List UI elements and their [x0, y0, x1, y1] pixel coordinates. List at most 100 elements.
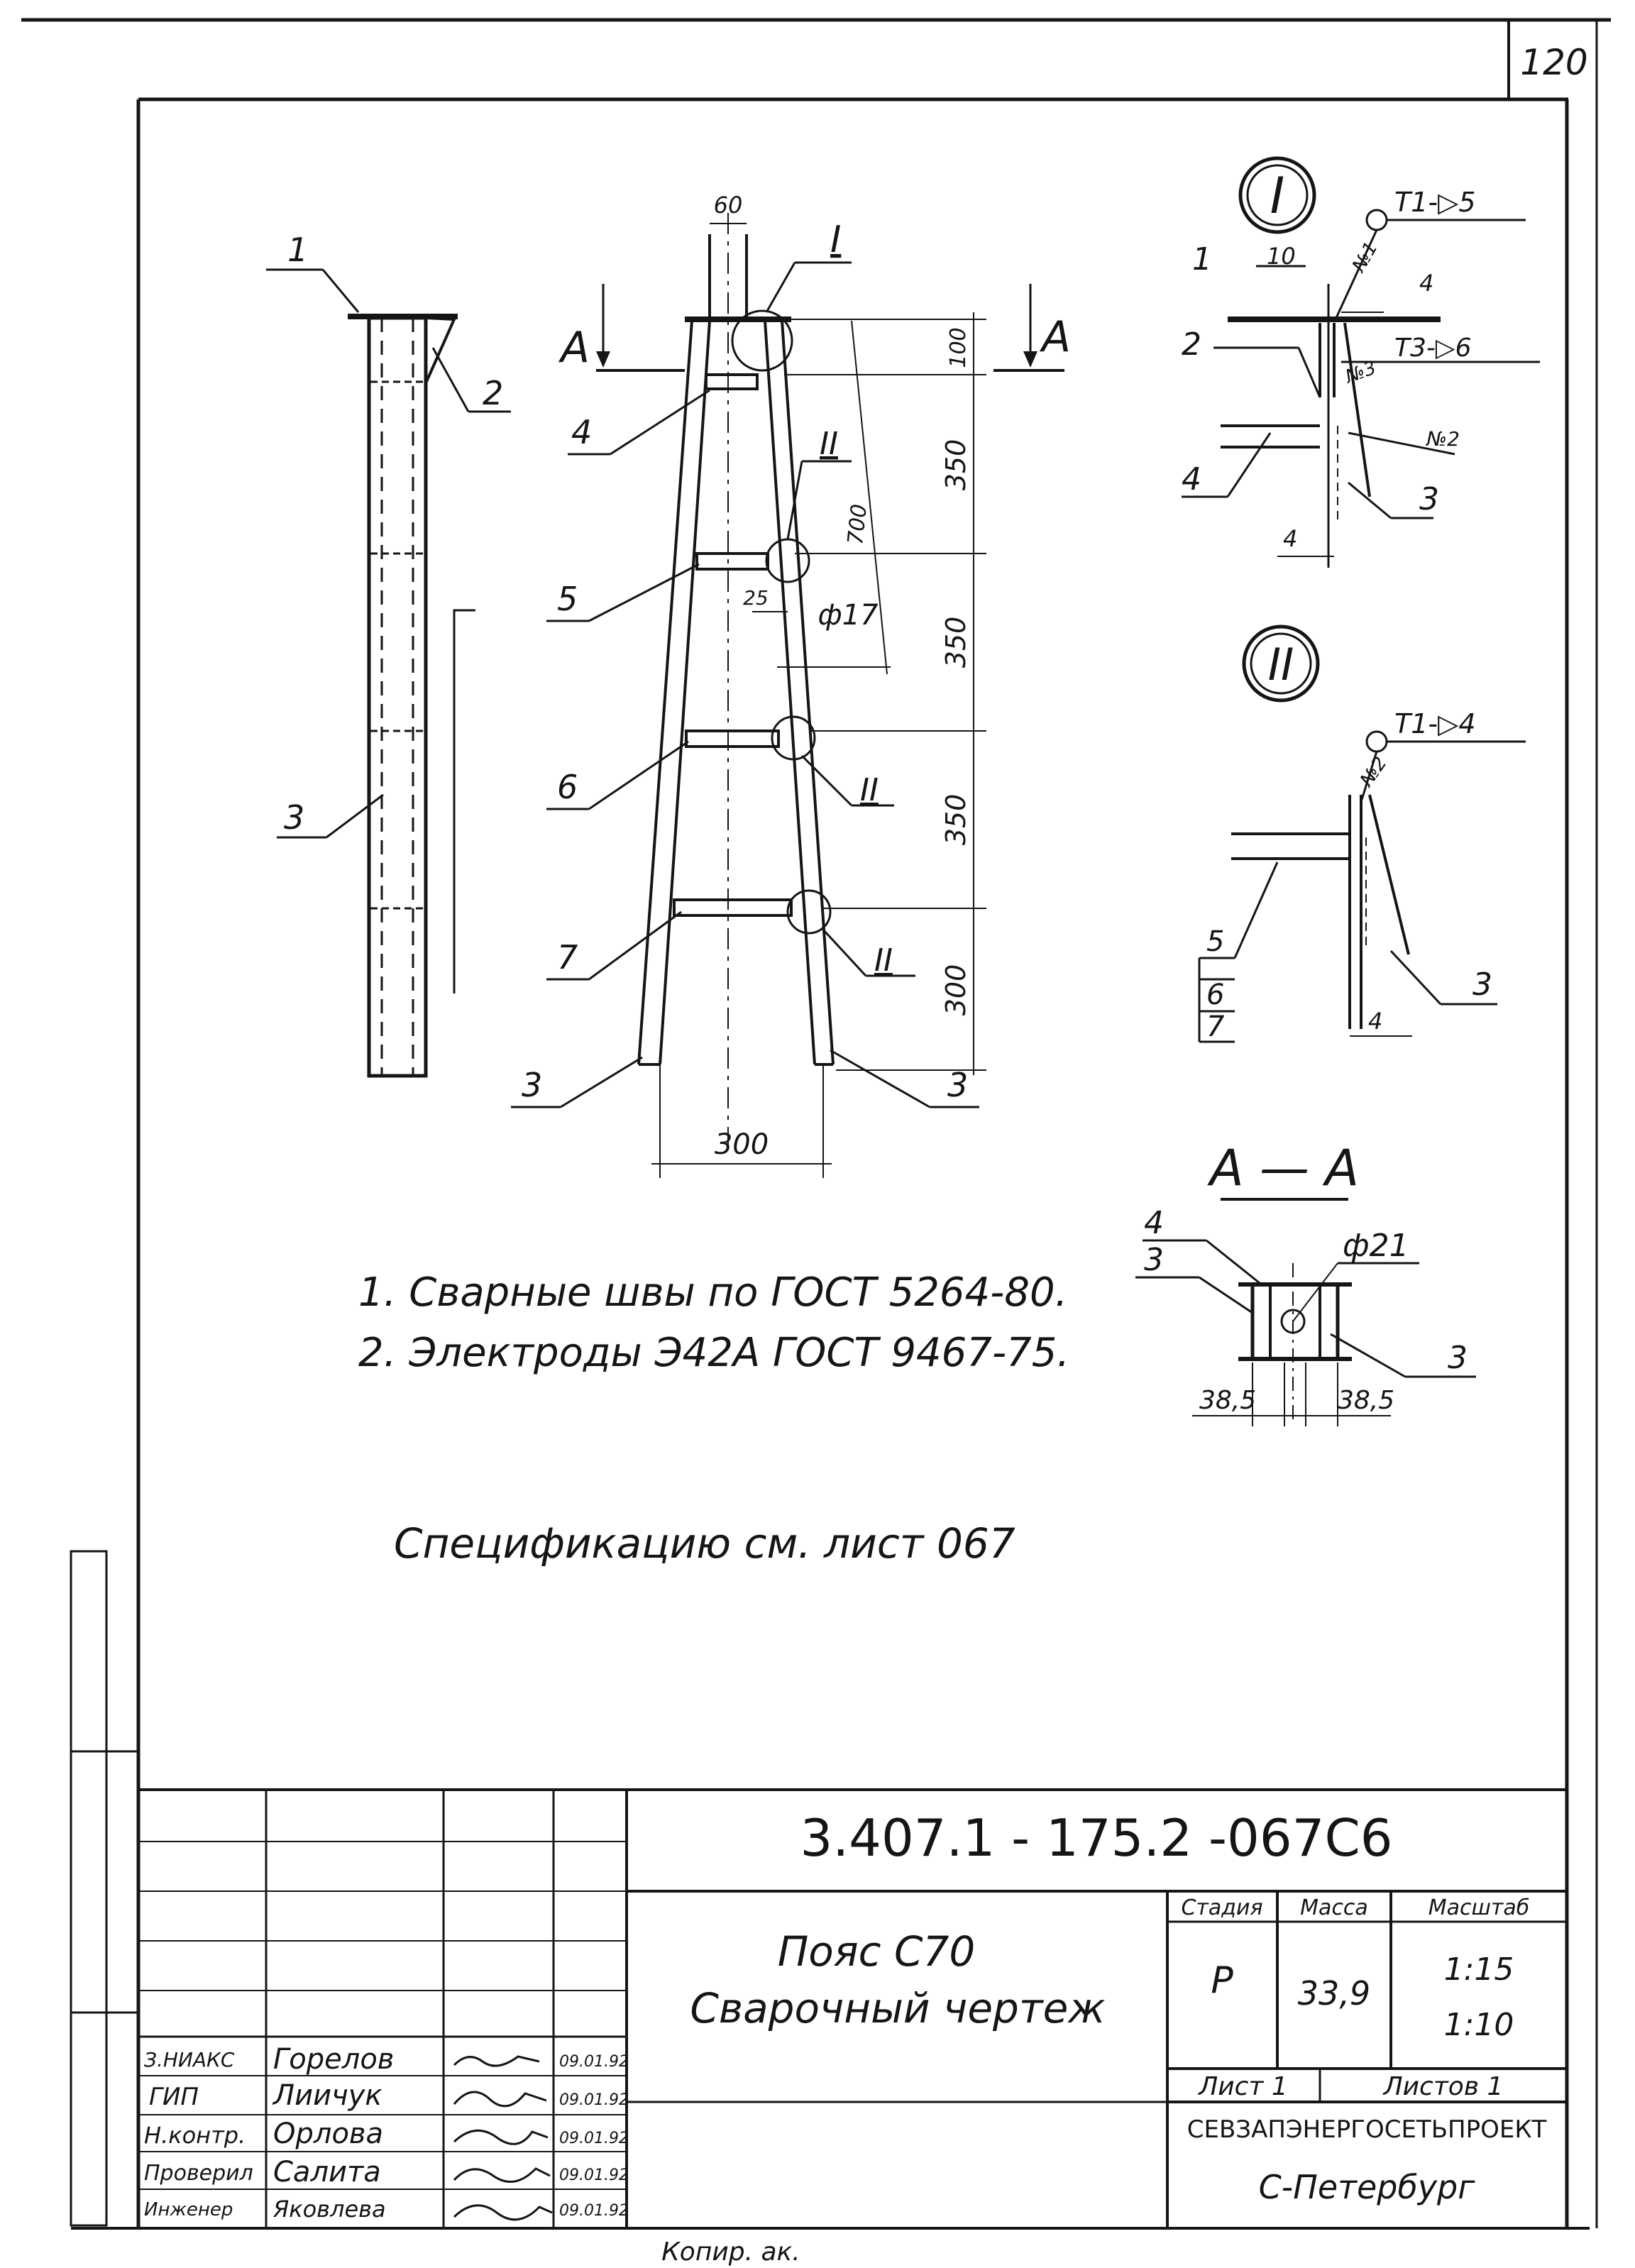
sheets-count-label: Листов 1 — [1382, 2072, 1504, 2101]
role-label: ГИП — [149, 2083, 199, 2111]
section-mark-left: А — [558, 323, 590, 373]
section-part-4: 4 — [1144, 1205, 1164, 1241]
callout-II-b: II — [860, 772, 879, 808]
signer-name: Орлова — [273, 2118, 383, 2150]
signature-mark — [453, 2129, 549, 2145]
sign-date: 09.01.92 — [559, 2202, 629, 2220]
front-dimensions — [651, 223, 986, 1178]
front-part-leaders — [511, 389, 979, 1108]
signer-name: Салита — [273, 2156, 381, 2189]
role-label: Инженер — [144, 2199, 233, 2220]
front-part-3-right: 3 — [947, 1066, 968, 1104]
front-part-3-left: 3 — [522, 1066, 542, 1104]
signature-mark — [453, 2091, 547, 2108]
detail-I-dim-4a: 4 — [1419, 270, 1433, 297]
weld-no-2-detail-II: №2 — [1355, 753, 1392, 792]
bottom-copy-mark: Копир. ак. — [661, 2237, 800, 2267]
sheet-number-label: Лист 1 — [1197, 2072, 1288, 2101]
detail-II-part-3: 3 — [1472, 967, 1492, 1003]
callout-I-top: I — [830, 219, 841, 261]
section-a-a-title: А — А — [1207, 1139, 1359, 1197]
note-1: 1. Сварные швы по ГОСТ 5264-80. — [358, 1270, 1067, 1316]
section-dim-38-5-right: 38,5 — [1338, 1386, 1394, 1415]
organization-city: С-Петербург — [1259, 2168, 1476, 2206]
front-part-6: 6 — [557, 768, 578, 806]
front-part-4: 4 — [571, 413, 592, 451]
detail-I-dim-10: 10 — [1267, 243, 1296, 270]
document-code: 3.407.1 - 175.2 -067С6 — [800, 1808, 1392, 1868]
dim-25: 25 — [743, 586, 769, 610]
weld-no-1: №1 — [1348, 238, 1382, 277]
detail-II-part-7: 7 — [1206, 1011, 1225, 1043]
sign-date: 09.01.92 — [559, 2167, 629, 2184]
sheet-frame — [21, 18, 1611, 2230]
drawing-title-line-1: Пояс С70 — [778, 1927, 976, 1976]
dim-350-c: 350 — [940, 794, 971, 846]
dim-base-300: 300 — [715, 1128, 769, 1161]
dim-350-b: 350 — [940, 617, 971, 668]
scale-value-1: 1:15 — [1444, 1952, 1514, 1988]
signer-name: Яковлева — [272, 2196, 386, 2223]
detail-callout-leaders — [765, 261, 915, 977]
mass-value: 33,9 — [1298, 1974, 1370, 2013]
role-label: Проверил — [144, 2161, 253, 2186]
note-2: 2. Электроды Э42А ГОСТ 9467-75. — [358, 1330, 1069, 1376]
detail-I-part-3: 3 — [1419, 481, 1439, 517]
front-part-7: 7 — [557, 938, 578, 976]
section-mark-right: А — [1039, 312, 1071, 362]
stage-value: Р — [1211, 1959, 1233, 2002]
signature-mark — [453, 2204, 553, 2221]
signer-name: Горелов — [273, 2043, 394, 2076]
detail-II-part-6: 6 — [1206, 979, 1224, 1011]
side-part-3: 3 — [284, 798, 304, 837]
role-label: Н.контр. — [144, 2122, 246, 2149]
signature-mark — [453, 2167, 551, 2183]
side-view — [348, 314, 475, 1078]
scale-header: Масштаб — [1428, 1895, 1530, 1920]
weld-t1-4: Т1-▷4 — [1394, 708, 1476, 739]
detail-I-view — [1182, 156, 1540, 568]
mass-header: Масса — [1300, 1895, 1368, 1920]
sign-date: 09.01.92 — [559, 2130, 629, 2147]
detail-II-part-5: 5 — [1206, 925, 1224, 958]
dim-700: 700 — [843, 503, 872, 546]
section-part-3-right: 3 — [1448, 1340, 1468, 1376]
callout-II-a: II — [820, 426, 838, 462]
detail-II-view — [1198, 624, 1526, 1043]
section-part-3-left: 3 — [1144, 1242, 1164, 1278]
detail-I-part-4: 4 — [1182, 461, 1201, 497]
page-number: 120 — [1520, 42, 1587, 83]
sign-date: 09.01.92 — [559, 2053, 629, 2071]
detail-II-dim-4: 4 — [1368, 1008, 1382, 1035]
front-part-5: 5 — [557, 580, 578, 618]
sign-date: 09.01.92 — [559, 2091, 629, 2109]
side-part-2: 2 — [483, 374, 503, 412]
stage-header: Стадия — [1181, 1895, 1262, 1920]
detail-I-dim-4b: 4 — [1283, 525, 1297, 552]
dim-top-60: 60 — [714, 192, 743, 219]
organization-name: СЕВЗАПЭНЕРГОСЕТЬПРОЕКТ — [1187, 2115, 1547, 2144]
hole-17: ф17 — [818, 599, 879, 632]
spec-reference: Спецификацию см. лист 067 — [394, 1519, 1015, 1568]
section-dim-38-5-left: 38,5 — [1199, 1386, 1256, 1415]
signature-mark — [453, 2055, 540, 2067]
callout-II-c: II — [874, 942, 893, 979]
scale-value-2: 1:10 — [1444, 2007, 1514, 2043]
title-block — [138, 1788, 1567, 2228]
weld-t1-5: Т1-▷5 — [1394, 187, 1476, 218]
hole-21: ф21 — [1343, 1228, 1409, 1264]
side-part-1: 1 — [287, 231, 308, 269]
detail-I-part-2: 2 — [1182, 326, 1201, 363]
detail-II-title: II — [1268, 639, 1294, 690]
side-view-leaders — [266, 268, 511, 839]
weld-t3-6: Т3-▷6 — [1394, 334, 1471, 363]
detail-I-part-1: 1 — [1192, 241, 1212, 277]
role-label: З.НИАКС — [144, 2048, 235, 2071]
section-a-marks — [596, 284, 1064, 372]
drawing-title-line-2: Сварочный чертеж — [690, 1984, 1105, 2032]
signer-name: Лиичук — [272, 2079, 382, 2112]
dim-350-a: 350 — [940, 439, 971, 491]
signature-rows: З.НИАКС Горелов 09.01.92 ГИП Лиичук 09.0… — [144, 2043, 629, 2223]
weld-no-2: №2 — [1425, 427, 1460, 451]
